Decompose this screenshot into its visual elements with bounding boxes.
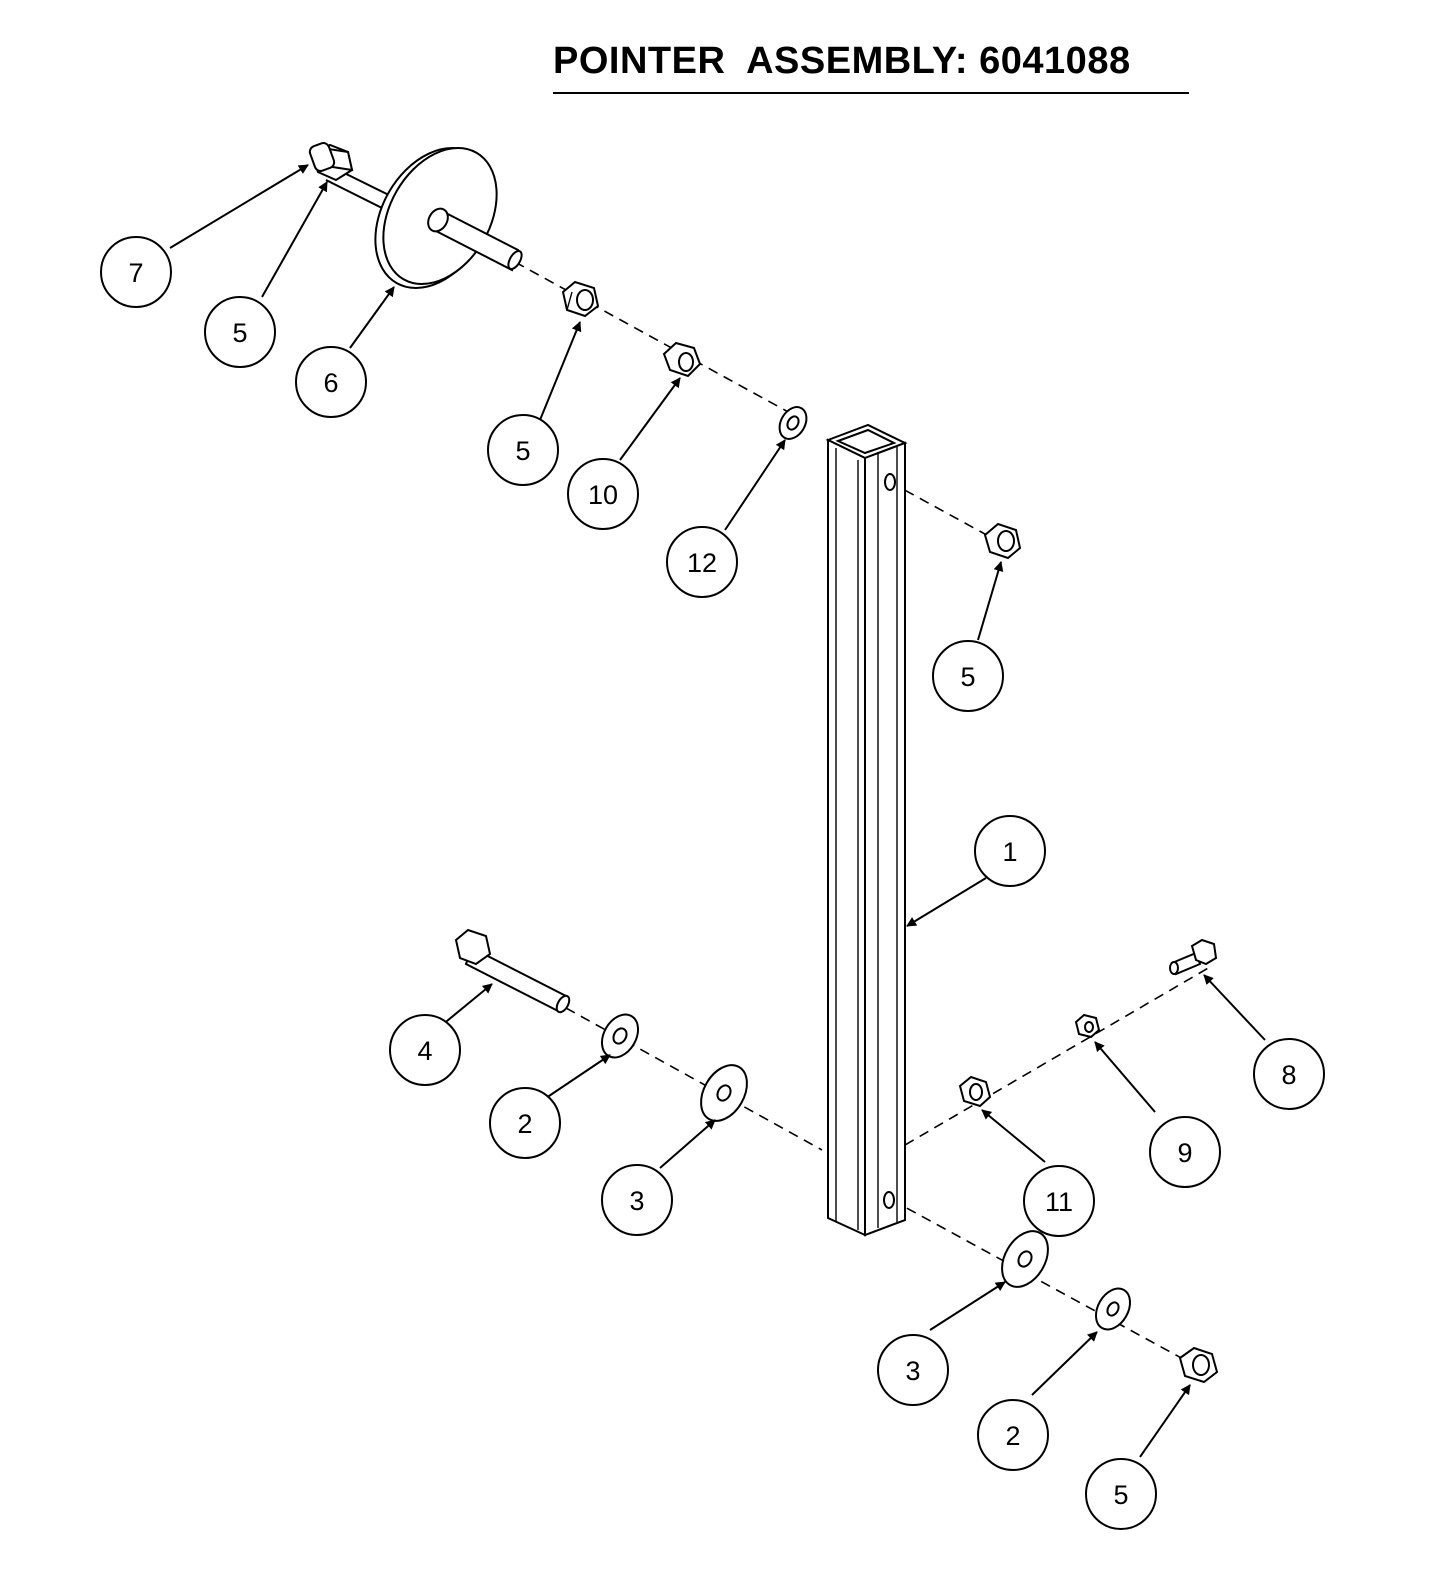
- pointer-disc-shaft: [325, 147, 523, 289]
- callout-label: 2: [517, 1109, 532, 1139]
- callout-3: 3: [601, 1164, 673, 1236]
- callout-label: 4: [417, 1036, 432, 1066]
- callout-3: 3: [877, 1334, 949, 1406]
- callout-12: 12: [666, 526, 738, 598]
- washer-3-right: [1001, 1230, 1049, 1288]
- callout-9: 9: [1149, 1116, 1221, 1188]
- title-underline: [553, 92, 1189, 94]
- callout-8: 8: [1253, 1038, 1325, 1110]
- hex-nut-bottom: [1178, 1346, 1219, 1384]
- callout-label: 2: [1005, 1421, 1020, 1451]
- tube-bottom-hole: [883, 1191, 895, 1209]
- hex-nut-right: [983, 522, 1022, 560]
- diagram-title: POINTER ASSEMBLY: 6041088: [553, 40, 1131, 82]
- callout-label: 5: [1113, 1480, 1128, 1510]
- callout-label: 7: [128, 258, 143, 288]
- washer-3-left: [700, 1064, 748, 1122]
- callout-label: 6: [323, 368, 338, 398]
- callout-5: 5: [1085, 1458, 1157, 1530]
- callout-6: 6: [295, 346, 367, 418]
- square-tube: [825, 423, 908, 1237]
- small-bolt-8: [1169, 938, 1218, 976]
- callout-4: 4: [389, 1014, 461, 1086]
- callout-label: 11: [1045, 1187, 1073, 1217]
- callout-2: 2: [489, 1087, 561, 1159]
- callout-2: 2: [977, 1399, 1049, 1471]
- callout-5: 5: [204, 296, 276, 368]
- shaft-end-nut: [308, 142, 354, 182]
- callout-label: 5: [232, 318, 247, 348]
- callout-5: 5: [932, 640, 1004, 712]
- callout-11: 11: [1023, 1165, 1095, 1237]
- hex-bolt-4: [454, 928, 571, 1014]
- callout-label: 12: [687, 548, 717, 578]
- callout-label: 5: [515, 436, 530, 466]
- callout-label: 1: [1002, 837, 1017, 867]
- callout-1: 1: [974, 815, 1046, 887]
- small-nut-9: [1074, 1013, 1101, 1039]
- callout-10: 10: [567, 458, 639, 530]
- callout-label: 9: [1177, 1138, 1192, 1168]
- washer-2-left: [600, 1013, 640, 1059]
- washer-12: [778, 406, 808, 440]
- tube-top-hole: [884, 473, 896, 491]
- leader-arrows: [169, 164, 1266, 1458]
- callout-label: 3: [905, 1356, 920, 1386]
- callout-label: 3: [629, 1186, 644, 1216]
- callout-7: 7: [100, 236, 172, 308]
- nut-11: [958, 1075, 992, 1108]
- hex-nut-upper: [561, 280, 600, 318]
- callout-label: 8: [1281, 1060, 1296, 1090]
- callout-label: 10: [588, 480, 618, 510]
- washer-2-right: [1094, 1287, 1132, 1331]
- callout-5: 5: [487, 414, 559, 486]
- nut-10: [662, 341, 702, 378]
- callout-label: 5: [960, 662, 975, 692]
